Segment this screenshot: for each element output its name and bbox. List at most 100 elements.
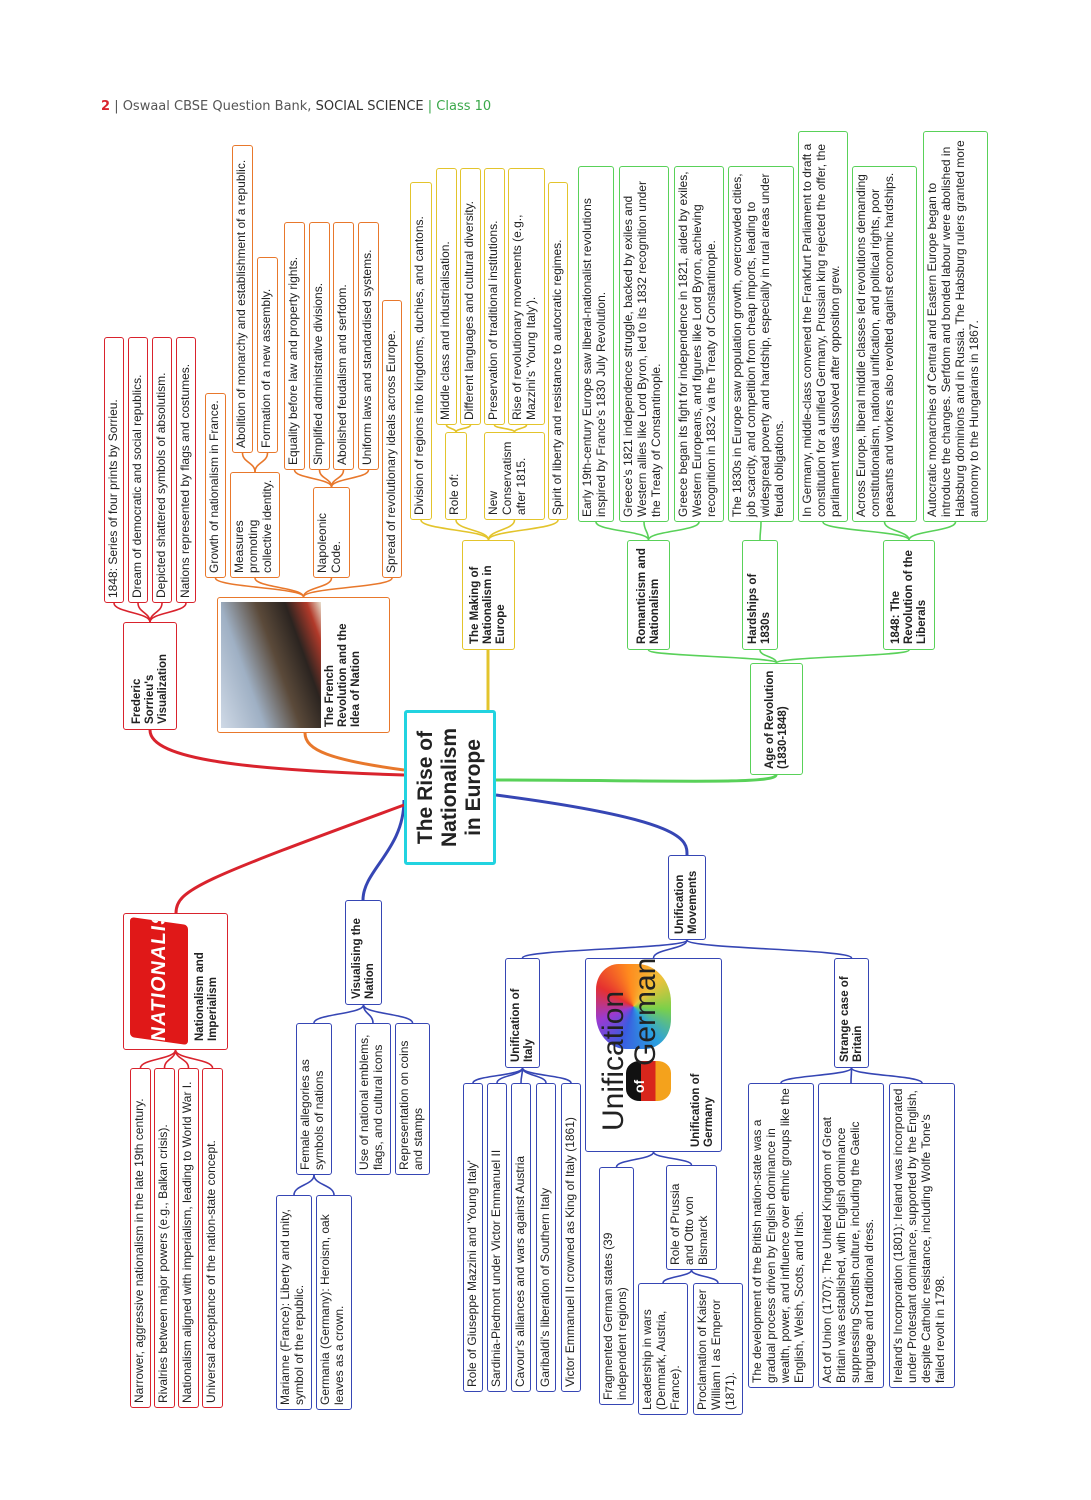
leaf: Fragmented German states (39 independent… xyxy=(599,1167,634,1405)
leaf: Role of Prussia and Otto von Bismarck xyxy=(666,1165,717,1270)
branch-connector xyxy=(495,793,689,856)
node-britain: Strange case of Britain xyxy=(834,958,869,1068)
leaf: Representation on coins and stamps xyxy=(395,1023,430,1175)
child-connector xyxy=(445,424,457,433)
node-label: Unification of Germany xyxy=(690,1073,715,1147)
branch-connector xyxy=(174,803,405,914)
node-hardships: Hardships of 1830s xyxy=(742,540,778,650)
child-connector xyxy=(595,521,650,541)
leaf: Simplified administrative divisions. xyxy=(309,222,330,470)
branch-connector xyxy=(495,774,778,783)
subject: SOCIAL SCIENCE xyxy=(315,99,424,114)
leaf: The 1830s in Europe saw population growt… xyxy=(728,166,794,522)
leaf: Greece's 1821 independence struggle, bac… xyxy=(619,166,669,522)
leaf: Dream of democratic and social republics… xyxy=(128,337,148,603)
child-connector xyxy=(313,1174,335,1196)
leaf: Proclamation of Kaiser William I as Empe… xyxy=(693,1283,743,1415)
liberty-painting-image xyxy=(221,602,321,728)
child-connector xyxy=(313,1004,365,1024)
leaf: Across Europe, liberal middle classes le… xyxy=(852,166,917,522)
child-connector xyxy=(615,1151,655,1168)
child-connector xyxy=(647,649,778,664)
child-connector xyxy=(780,1067,853,1084)
leaf: Spread of revolutionary ideals across Eu… xyxy=(382,300,402,578)
branch-connector xyxy=(361,799,406,901)
child-connector xyxy=(643,521,650,541)
child-connector xyxy=(487,519,559,541)
leaf: Rise of revolutionary movements (e.g., M… xyxy=(508,168,545,425)
child-connector xyxy=(822,521,910,541)
leaf: Sardinia-Piedmont under Victor Emmanuel … xyxy=(487,1083,507,1392)
node-french-revolution: The French Revolution and the Idea of Na… xyxy=(217,597,390,733)
child-connector xyxy=(455,519,490,541)
child-connector xyxy=(214,577,305,598)
leaf: Use of national emblems, flags, and cult… xyxy=(355,1023,391,1175)
leaf: Act of Union (1707): The United Kingdom … xyxy=(818,1083,884,1388)
node-age-of-revolution: Age of Revolution (1830-1848) xyxy=(750,663,803,775)
leaf: Germania (Germany): Heroism, oak leaves … xyxy=(316,1195,352,1410)
leaf: Nationalism aligned with imperialism, le… xyxy=(178,1068,199,1408)
leaf: Autocratic monarchies of Central and Eas… xyxy=(923,131,988,522)
child-connector xyxy=(420,519,490,541)
branch-connector xyxy=(148,729,405,777)
leaf: Universal acceptance of the nation-state… xyxy=(202,1068,223,1408)
leaf: Equality before law and property rights. xyxy=(284,222,305,470)
child-connector xyxy=(362,1004,414,1024)
child-connector xyxy=(662,1269,693,1284)
node-unification-movements: Unification Movements xyxy=(668,855,706,940)
leaf: Depicted shattered symbols of absolutism… xyxy=(152,337,172,603)
child-connector xyxy=(513,424,528,433)
node-unification-germany: Unification of Germany Unification of Ge… xyxy=(585,958,722,1152)
child-connector xyxy=(149,602,187,623)
leaf: Abolished feudalism and serfdom. xyxy=(333,222,354,470)
node-visualising-nation: Visualising the Nation xyxy=(345,900,382,1005)
child-connector xyxy=(493,424,516,433)
leaf: Uniform laws and standardised systems. xyxy=(358,222,379,470)
leaf: Abolition of monarchy and establishment … xyxy=(232,145,253,453)
leaf: Marianne (France): Liberty and unity, sy… xyxy=(276,1195,312,1410)
child-connector xyxy=(686,939,853,959)
child-connector xyxy=(850,1067,923,1084)
child-connector xyxy=(254,577,305,598)
child-connector xyxy=(652,1151,693,1166)
node-label: The French Revolution and the Idea of Na… xyxy=(324,623,362,728)
child-connector xyxy=(652,939,688,959)
nationalism-banner-image: NATIONALISM xyxy=(130,916,188,1046)
leaf: New Conservatism after 1815. xyxy=(484,432,545,520)
class-label: | Class 10 xyxy=(427,99,492,114)
leaf: Narrower, aggressive nationalism in the … xyxy=(130,1068,151,1408)
leaf: Different languages and cultural diversi… xyxy=(460,168,481,425)
child-connector xyxy=(521,939,688,959)
child-connector xyxy=(759,649,778,664)
leaf: Nations represented by flags and costume… xyxy=(176,337,196,603)
leaf: Early 19th-century Europe saw liberal-na… xyxy=(578,166,614,522)
leaf: Spirit of liberty and resistance to auto… xyxy=(548,182,568,520)
child-connector xyxy=(850,1067,853,1084)
leaf: 1848: Series of four prints by Sorrieu. xyxy=(104,337,124,603)
child-connector xyxy=(293,1174,315,1196)
leaf: Middle class and industrialisation. xyxy=(436,168,457,425)
node-revolution-of-liberals: 1848: The Revolution of the Liberals xyxy=(883,540,935,650)
leaf: Role of Giuseppe Mazzini and 'Young Ital… xyxy=(463,1083,483,1392)
leaf: Napoleonic Code. xyxy=(313,487,350,578)
leaf: Rivalries between major powers (e.g., Ba… xyxy=(154,1068,175,1408)
branch-connector xyxy=(303,732,405,772)
child-connector xyxy=(883,521,910,541)
leaf: The development of the British nation-st… xyxy=(748,1083,814,1388)
leaf: Victor Emmanuel II crowned as King of It… xyxy=(561,1083,581,1392)
child-connector xyxy=(775,649,910,664)
central-topic: The Rise of Nationalism in Europe xyxy=(404,710,496,865)
leaf: Leadership in wars (Denmark, Austria, Fr… xyxy=(638,1283,688,1415)
leaf: Cavour's alliances and wars against Aust… xyxy=(511,1083,531,1392)
leaf: Division of regions into kingdoms, duchi… xyxy=(410,182,432,520)
child-connector xyxy=(521,1067,572,1084)
page-header: 2 | Oswaal CBSE Question Bank, SOCIAL SC… xyxy=(101,99,491,114)
child-connector xyxy=(759,521,762,541)
page-number: 2 xyxy=(101,99,111,114)
leaf: Measures promoting collective identity. xyxy=(230,472,280,578)
child-connector xyxy=(174,1049,214,1069)
leaf: Formation of a new assembly. xyxy=(257,257,278,453)
image-title-germany: Germany xyxy=(629,958,662,1066)
